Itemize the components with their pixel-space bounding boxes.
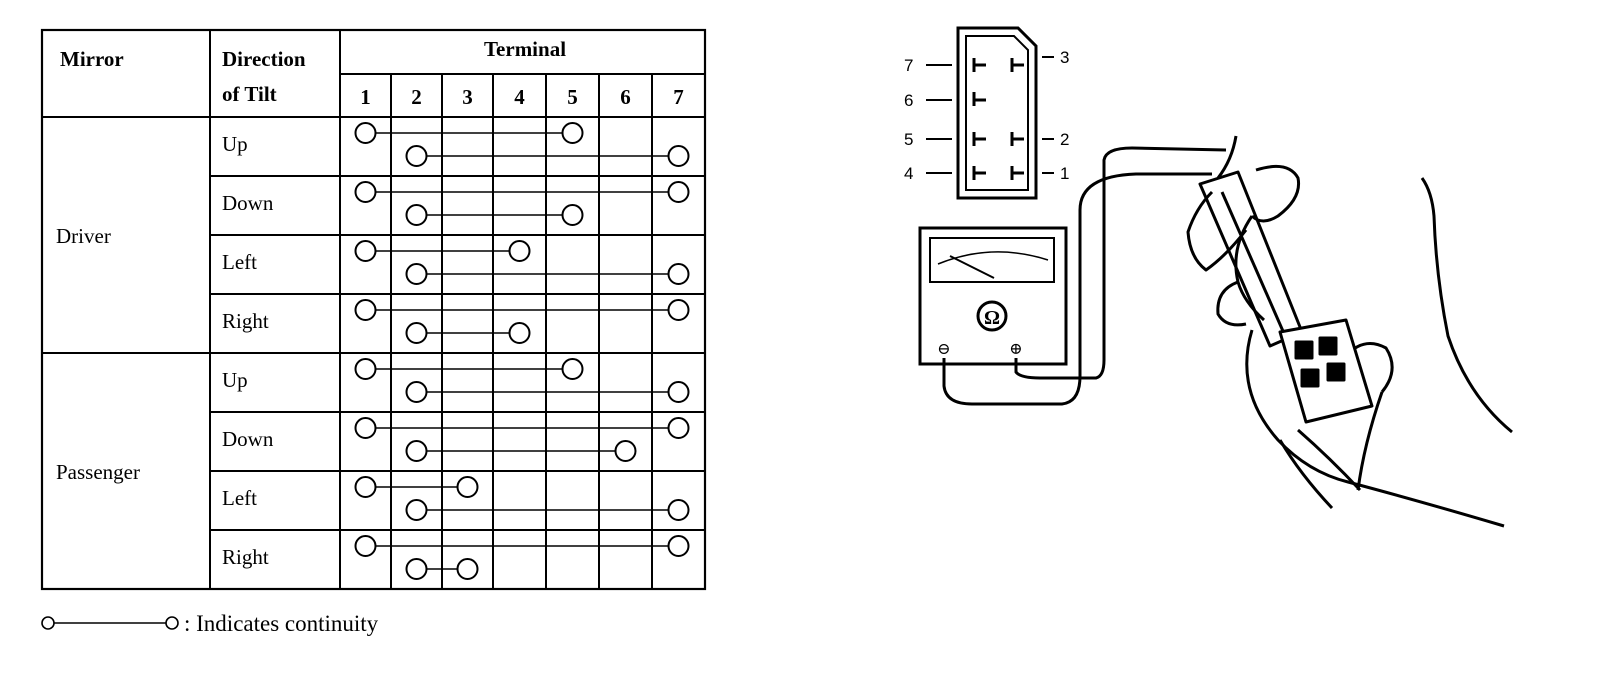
continuity-circle-terminal-3 <box>456 558 479 580</box>
ohmmeter: Ω ⊖ ⊕ <box>918 226 1068 366</box>
continuity-circle-terminal-5 <box>561 358 584 380</box>
continuity-circle-terminal-7 <box>667 299 690 321</box>
terminal-number-5: 5 <box>567 85 578 109</box>
continuity-circle-terminal-6 <box>614 440 637 462</box>
continuity-test-illustration: 7 6 5 4 3 2 1 Ω ⊖ ⊕ <box>904 26 1513 528</box>
continuity-circle-terminal-7 <box>667 381 690 403</box>
mirror-switch <box>1278 318 1374 424</box>
table-border <box>40 28 707 591</box>
header-direction-line2: of Tilt <box>222 82 277 106</box>
continuity-circle-terminal-2 <box>405 322 428 344</box>
continuity-circle-terminal-4 <box>508 322 531 344</box>
mirror-label: Passenger <box>56 460 140 484</box>
continuity-circle-terminal-7 <box>667 535 690 557</box>
terminal-number-2: 2 <box>411 85 422 109</box>
continuity-circle-terminal-7 <box>667 145 690 167</box>
pin-label-2: 2 <box>1060 130 1069 149</box>
continuity-circle-terminal-1 <box>354 299 377 321</box>
continuity-circle-terminal-1 <box>354 122 377 144</box>
terminal-number-4: 4 <box>514 85 525 109</box>
header-terminal: Terminal <box>484 37 566 61</box>
direction-label: Left <box>222 486 257 510</box>
continuity-circle-terminal-1 <box>354 476 377 498</box>
continuity-circle-terminal-2 <box>405 263 428 285</box>
continuity-circle-terminal-2 <box>405 381 428 403</box>
direction-label: Right <box>222 309 269 333</box>
pin-label-4: 4 <box>904 164 913 183</box>
pin-label-5: 5 <box>904 130 913 149</box>
terminal-number-6: 6 <box>620 85 631 109</box>
direction-label: Left <box>222 250 257 274</box>
terminal-number-row: 1 2 3 4 5 6 7 <box>360 85 684 109</box>
header-direction-line1: Direction <box>222 47 306 71</box>
direction-label: Right <box>222 545 269 569</box>
header-mirror: Mirror <box>60 47 124 71</box>
meter-needle <box>949 255 995 279</box>
continuity-circle-terminal-2 <box>405 440 428 462</box>
continuity-circle-terminal-1 <box>354 181 377 203</box>
continuity-circle-terminal-2 <box>405 558 428 580</box>
continuity-circle-terminal-7 <box>667 181 690 203</box>
test-leads <box>942 146 1227 406</box>
continuity-links <box>354 122 690 580</box>
legend-circle-right <box>165 616 179 630</box>
pin-label-7: 7 <box>904 56 913 75</box>
negative-terminal: ⊖ <box>937 341 950 358</box>
direction-label: Down <box>222 191 274 215</box>
pin-label-3: 3 <box>1060 48 1069 67</box>
pin-label-6: 6 <box>904 91 913 110</box>
continuity-circle-terminal-4 <box>508 240 531 262</box>
terminal-number-7: 7 <box>673 85 684 109</box>
continuity-circle-terminal-7 <box>667 499 690 521</box>
continuity-circle-terminal-5 <box>561 204 584 226</box>
mirror-label: Driver <box>56 224 111 248</box>
ohm-symbol: Ω <box>984 307 1000 329</box>
row-labels: DriverUpDownLeftRightPassengerUpDownLeft… <box>56 132 274 569</box>
pin-label-1: 1 <box>1060 164 1069 183</box>
legend-circle-left <box>41 616 55 630</box>
continuity-circle-terminal-7 <box>667 263 690 285</box>
hand-with-probes <box>1186 135 1513 528</box>
legend-text: : Indicates continuity <box>184 611 379 636</box>
direction-label: Up <box>222 132 248 156</box>
connector-face <box>956 26 1038 200</box>
positive-terminal: ⊕ <box>1009 341 1022 358</box>
continuity-circle-terminal-1 <box>354 535 377 557</box>
direction-label: Down <box>222 427 274 451</box>
table-grid <box>40 28 707 591</box>
direction-label: Up <box>222 368 248 392</box>
terminal-number-1: 1 <box>360 85 371 109</box>
continuity-circle-terminal-5 <box>561 122 584 144</box>
legend: : Indicates continuity <box>41 611 379 636</box>
terminal-number-3: 3 <box>462 85 473 109</box>
continuity-table: Mirror Direction of Tilt Terminal 1 2 3 4 5 6… <box>40 28 707 636</box>
continuity-circle-terminal-2 <box>405 499 428 521</box>
connector-pin-labels <box>926 56 1054 174</box>
continuity-circle-terminal-3 <box>456 476 479 498</box>
continuity-circle-terminal-1 <box>354 417 377 439</box>
continuity-circle-terminal-2 <box>405 204 428 226</box>
continuity-circle-terminal-1 <box>354 240 377 262</box>
continuity-circle-terminal-7 <box>667 417 690 439</box>
continuity-circle-terminal-1 <box>354 358 377 380</box>
continuity-circle-terminal-2 <box>405 145 428 167</box>
